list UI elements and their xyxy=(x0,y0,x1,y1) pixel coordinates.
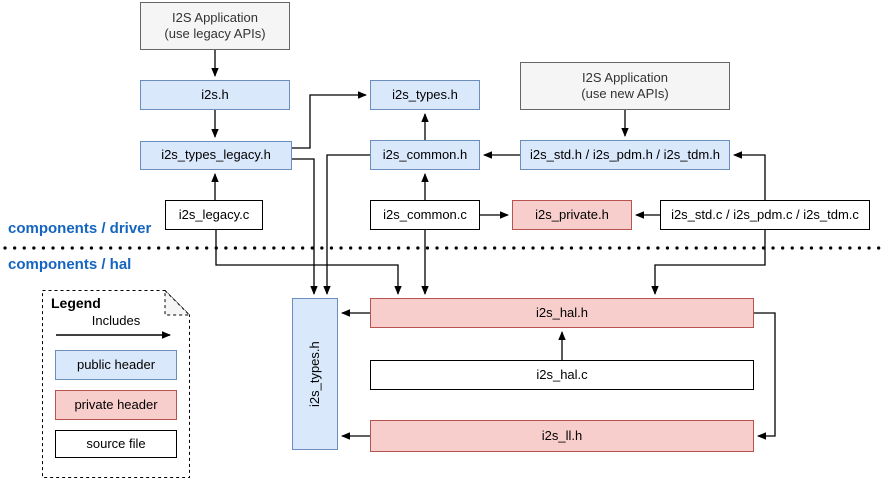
legend-includes-label: Includes xyxy=(91,313,141,328)
node-label: (use new APIs) xyxy=(581,86,669,101)
node-i2s-std-pdm-tdm-c: i2s_std.c / i2s_pdm.c / i2s_tdm.c xyxy=(660,200,870,230)
node-label: i2s_types.h xyxy=(392,86,458,102)
node-i2s-application-new: I2S Application (use new APIs) xyxy=(520,62,730,110)
node-label: i2s_legacy.c xyxy=(178,206,250,222)
node-label: i2s_types.h xyxy=(306,341,322,407)
legend: Legend Includes public header private he… xyxy=(42,290,190,478)
node-label: i2s.h xyxy=(201,86,229,102)
node-label: I2S Application xyxy=(171,9,258,25)
node-label: i2s_ll.h xyxy=(541,427,583,443)
node-label: I2S Application xyxy=(581,69,668,85)
node-i2s-types-legacy-h: i2s_types_legacy.h xyxy=(140,141,292,170)
node-i2s-types-h: i2s_types.h xyxy=(370,80,480,110)
node-label: i2s_private.h xyxy=(535,206,609,222)
legend-source-file-swatch: source file xyxy=(55,430,177,458)
node-label: i2s_std.c / i2s_pdm.c / i2s_tdm.c xyxy=(671,206,859,222)
node-i2s-ll-h: i2s_ll.h xyxy=(370,420,754,452)
legend-label: private header xyxy=(74,396,158,412)
note-fold-icon xyxy=(164,290,190,316)
section-label-components-hal: components / hal xyxy=(8,256,132,273)
node-i2s-legacy-c: i2s_legacy.c xyxy=(165,200,263,230)
node-i2s-hal-c: i2s_hal.c xyxy=(370,360,754,390)
legend-label: source file xyxy=(86,435,146,451)
node-i2s-application-legacy: I2S Application (use legacy APIs) xyxy=(140,2,290,50)
node-i2s-hal-h: i2s_hal.h xyxy=(370,298,754,328)
node-i2s-h: i2s.h xyxy=(140,80,290,110)
legend-border xyxy=(42,290,190,478)
node-i2s-types-h-hal: i2s_types.h xyxy=(292,298,338,450)
node-i2s-common-h: i2s_common.h xyxy=(370,140,480,170)
node-label: i2s_common.c xyxy=(383,206,467,222)
node-i2s-private-h: i2s_private.h xyxy=(512,200,632,230)
node-label: (use legacy APIs) xyxy=(164,26,266,41)
node-label: i2s_std.h / i2s_pdm.h / i2s_tdm.h xyxy=(529,146,721,162)
node-label: i2s_common.h xyxy=(382,146,468,162)
legend-public-header-swatch: public header xyxy=(55,350,177,380)
node-label: i2s_hal.h xyxy=(535,304,589,320)
legend-private-header-swatch: private header xyxy=(55,390,177,420)
legend-label: public header xyxy=(76,356,156,372)
node-i2s-common-c: i2s_common.c xyxy=(370,200,480,230)
node-i2s-std-pdm-tdm-h: i2s_std.h / i2s_pdm.h / i2s_tdm.h xyxy=(520,140,730,170)
legend-title: Legend xyxy=(51,295,101,311)
node-label: i2s_hal.c xyxy=(536,366,588,382)
node-label: i2s_types_legacy.h xyxy=(161,147,271,163)
section-label-components-driver: components / driver xyxy=(8,220,152,237)
